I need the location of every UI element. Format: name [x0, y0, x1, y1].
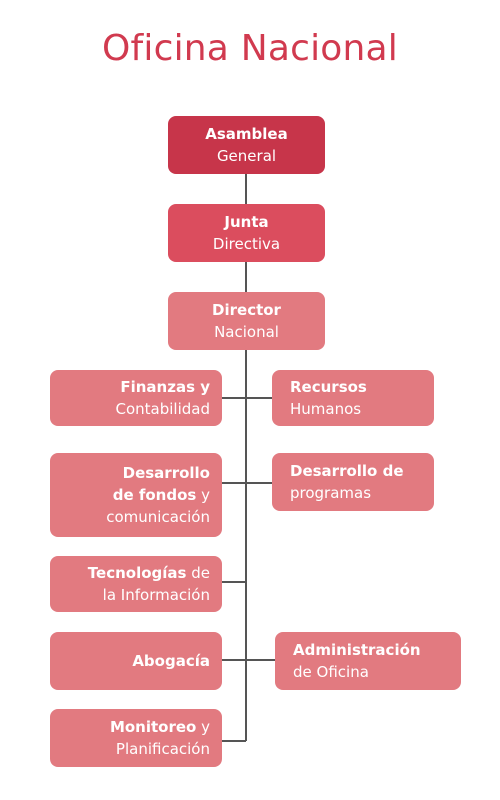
node-abogacia-line1: Abogacía	[132, 652, 210, 670]
node-administracion-line1: Administración	[293, 641, 421, 659]
node-asamblea-general: Asamblea General	[168, 116, 325, 174]
page-title: Oficina Nacional	[101, 28, 399, 69]
node-desarrollo-programas-line2: programas	[290, 484, 372, 502]
node-desarrollo-programas-line1: Desarrollo de	[290, 462, 404, 480]
node-junta-subtitle: Directiva	[212, 235, 281, 253]
node-desarrollo-fondos-line1: Desarrollo	[122, 464, 210, 482]
node-monitoreo: Monitoreo y Planificación	[50, 709, 222, 767]
node-monitoreo-line1-bold: Monitoreo	[109, 718, 197, 736]
node-tecnologias-line1-bold: Tecnologías	[87, 564, 187, 582]
node-administracion-line2: de Oficina	[293, 663, 369, 681]
node-asamblea-title: Asamblea	[205, 125, 288, 143]
node-junta-directiva: Junta Directiva	[168, 204, 325, 262]
node-director-title: Director	[212, 301, 281, 319]
node-junta-title: Junta	[224, 213, 269, 231]
node-monitoreo-line1-rest: y	[196, 718, 210, 736]
node-desarrollo-fondos-line2-bold: de fondos	[112, 486, 197, 504]
node-desarrollo-programas: Desarrollo de programas	[272, 453, 434, 511]
node-recursos-line1: Recursos	[290, 378, 367, 396]
node-desarrollo-fondos: Desarrollo de fondos y comunicación	[50, 453, 222, 537]
node-recursos-humanos: Recursos Humanos	[272, 370, 434, 426]
node-tecnologias: Tecnologías de la Información	[50, 556, 222, 612]
node-monitoreo-line2: Planificación	[115, 740, 210, 758]
node-asamblea-subtitle: General	[216, 147, 277, 165]
node-tecnologias-line2: la Información	[102, 586, 210, 604]
node-desarrollo-fondos-line2-rest: y	[196, 486, 210, 504]
node-recursos-line2: Humanos	[290, 400, 362, 418]
node-finanzas-line1: Finanzas y	[120, 378, 210, 396]
node-desarrollo-fondos-line3: comunicación	[106, 508, 210, 526]
node-director-subtitle: Nacional	[214, 323, 279, 341]
node-abogacia: Abogacía	[50, 632, 222, 690]
node-finanzas: Finanzas y Contabilidad	[50, 370, 222, 426]
node-administracion: Administración de Oficina	[275, 632, 461, 690]
node-director-nacional: Director Nacional	[168, 292, 325, 350]
node-finanzas-line2: Contabilidad	[115, 400, 211, 418]
node-tecnologias-line1-rest: de	[186, 564, 210, 582]
